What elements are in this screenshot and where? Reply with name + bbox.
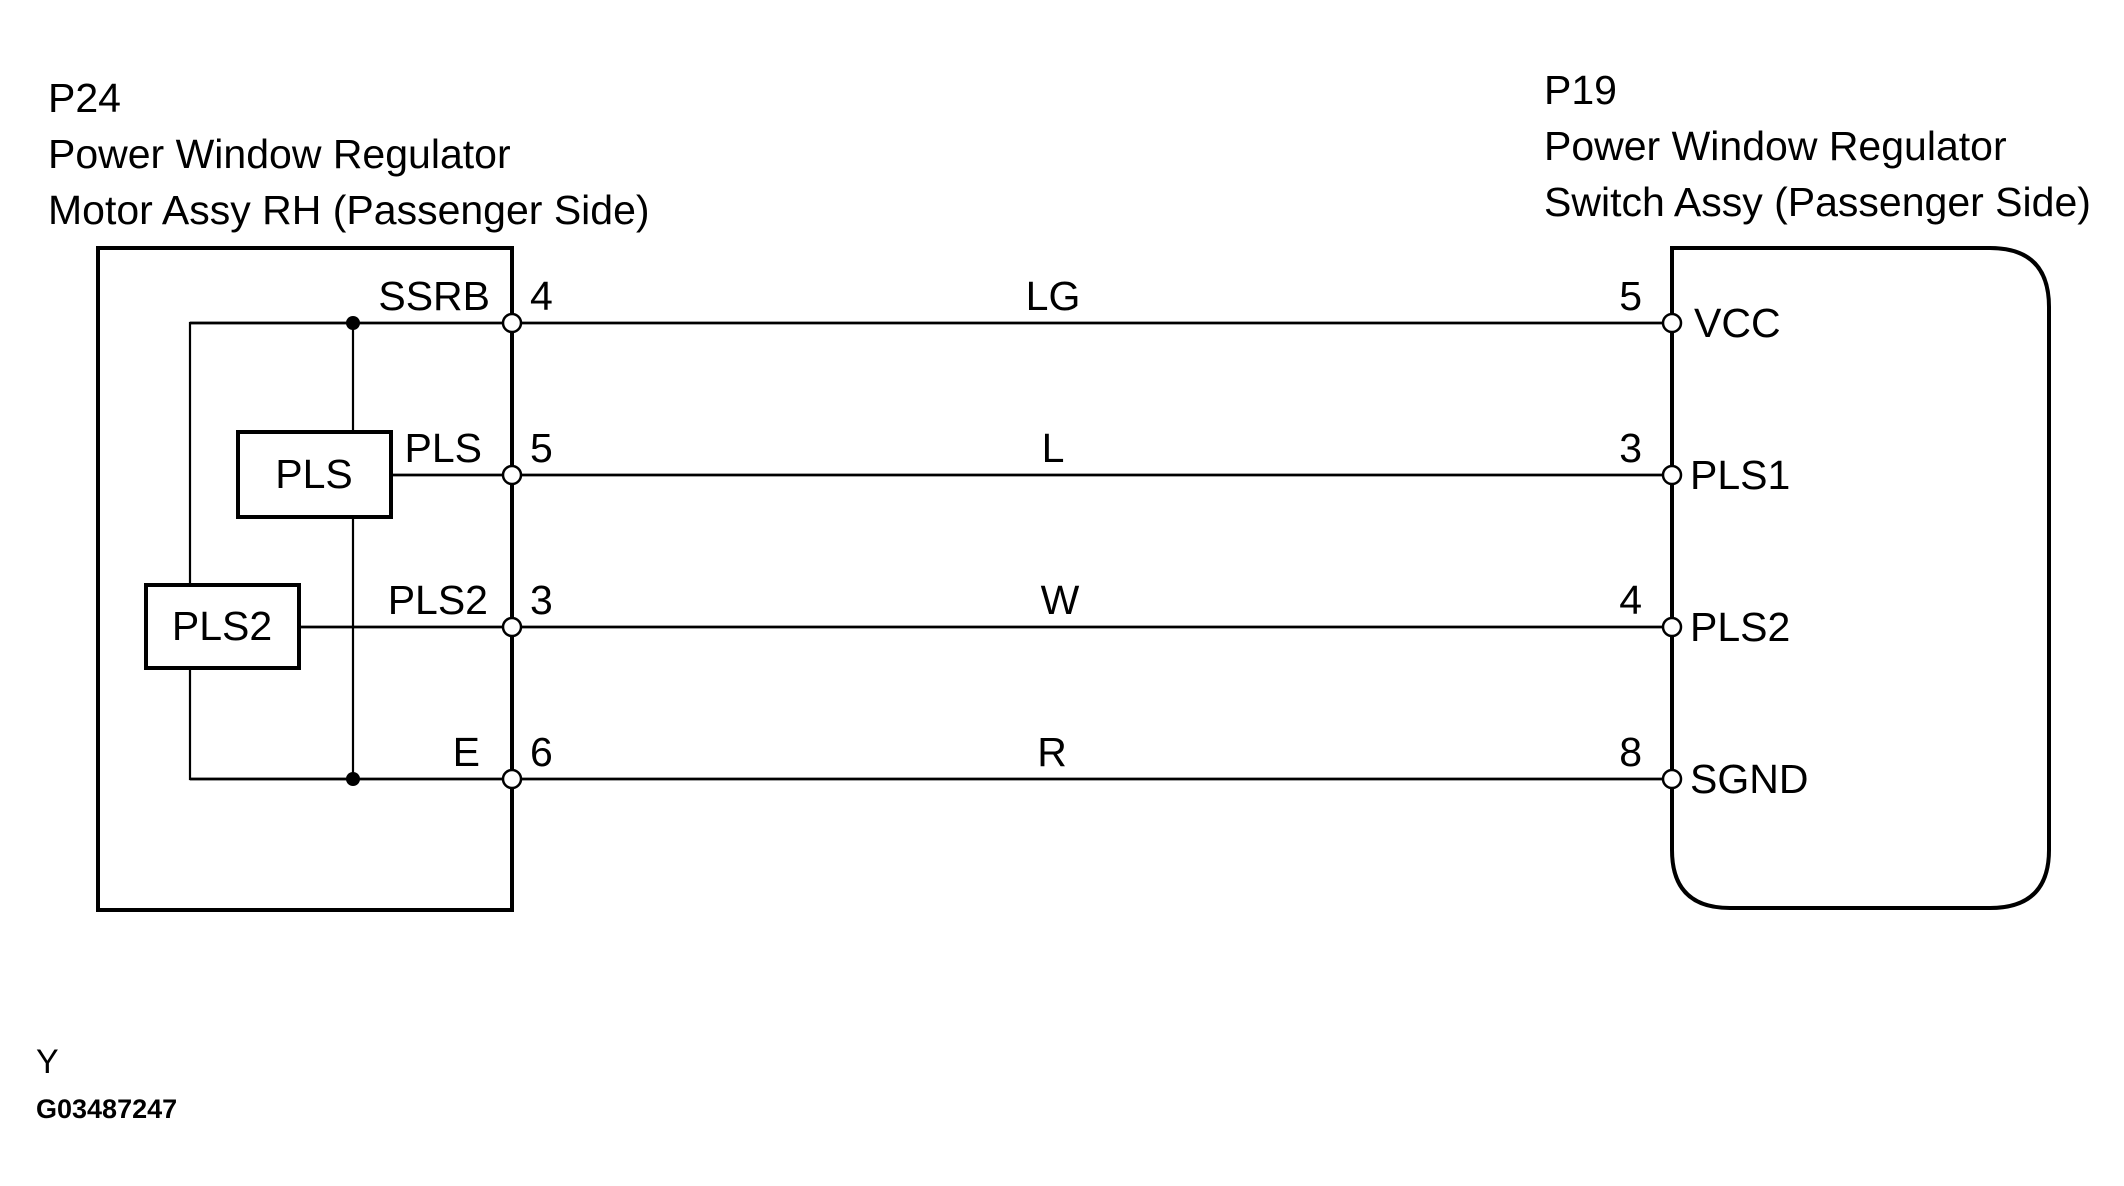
left-component-header: P24 Power Window Regulator Motor Assy RH…	[48, 75, 650, 233]
wire-row: PLS 5 L 3 PLS1	[391, 425, 1790, 498]
left-pin-name: SSRB	[378, 273, 490, 319]
left-terminal	[501, 768, 523, 790]
left-component-code: P24	[48, 75, 121, 121]
right-terminal	[1661, 768, 1683, 790]
sensor-pls: PLS	[236, 430, 393, 519]
wire-color: R	[1037, 729, 1067, 775]
motor-internal-wiring	[188, 316, 360, 786]
right-terminal	[1661, 312, 1683, 334]
right-pin-number: 8	[1619, 729, 1642, 775]
wire-row: E 6 R 8 SGND	[190, 729, 1808, 802]
left-terminal	[501, 616, 523, 638]
left-terminal	[501, 464, 523, 486]
sensor-pls2: PLS2	[144, 583, 301, 670]
wire-color: LG	[1026, 273, 1081, 319]
right-component-name-line2: Switch Assy (Passenger Side)	[1544, 179, 2091, 225]
right-terminal	[1661, 464, 1683, 486]
right-pin-name: PLS2	[1690, 604, 1790, 650]
right-pin-name: PLS1	[1690, 452, 1790, 498]
footer: Y G03487247	[36, 1043, 177, 1124]
wire-color: W	[1041, 577, 1080, 623]
right-pin-number: 5	[1619, 273, 1642, 319]
right-component-header: P19 Power Window Regulator Switch Assy (…	[1544, 67, 2091, 225]
figure-id: G03487247	[36, 1094, 177, 1124]
left-pin-number: 3	[530, 577, 553, 623]
footer-letter: Y	[36, 1043, 59, 1081]
left-terminal	[501, 312, 523, 334]
right-pin-number: 4	[1619, 577, 1642, 623]
right-pin-number: 3	[1619, 425, 1642, 471]
motor-assy-box	[96, 246, 514, 912]
wire-color: L	[1042, 425, 1065, 471]
right-component-code: P19	[1544, 67, 1617, 113]
right-pin-name: SGND	[1690, 756, 1808, 802]
switch-assy-box	[1670, 246, 2051, 910]
left-pin-number: 4	[530, 273, 553, 319]
left-pin-number: 6	[530, 729, 553, 775]
left-pin-number: 5	[530, 425, 553, 471]
sensor-pls2-label: PLS2	[172, 603, 272, 649]
left-component-name-line2: Motor Assy RH (Passenger Side)	[48, 187, 650, 233]
wire-row: PLS2 3 W 4 PLS2	[299, 577, 1790, 650]
right-component-name-line1: Power Window Regulator	[1544, 123, 2007, 169]
left-pin-name: PLS2	[388, 577, 488, 623]
right-pin-name: VCC	[1694, 300, 1781, 346]
right-terminal	[1661, 616, 1683, 638]
left-pin-name: E	[453, 729, 480, 775]
sensor-pls-label: PLS	[275, 451, 353, 497]
left-pin-name: PLS	[405, 425, 483, 471]
left-component-name-line1: Power Window Regulator	[48, 131, 511, 177]
wire-row: SSRB 4 LG 5 VCC	[190, 273, 1781, 346]
